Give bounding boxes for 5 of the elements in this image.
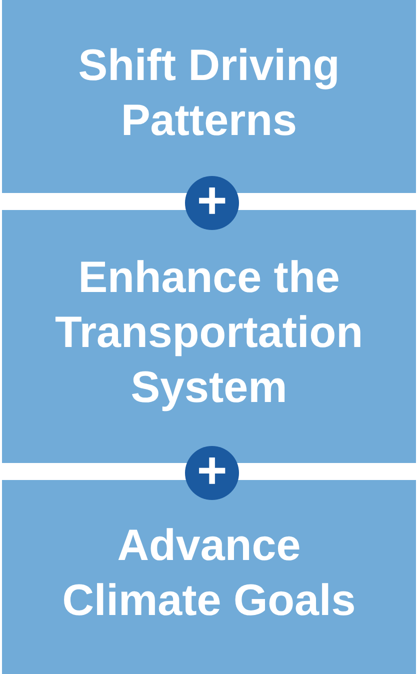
step-title: Shift Driving Patterns — [77, 40, 341, 146]
step-title: Advance Climate Goals — [61, 520, 357, 627]
step-title: Enhance the Transportation System — [54, 252, 364, 414]
plus-sign: + — [196, 175, 228, 227]
plus-sign: + — [196, 445, 228, 497]
